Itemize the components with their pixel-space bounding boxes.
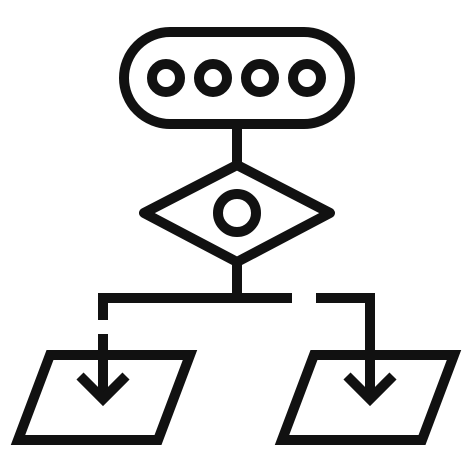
terminator-dot-4 (288, 59, 326, 97)
right-arrowhead-icon (343, 372, 397, 407)
decision-diamond-shape (139, 160, 335, 267)
left-output-parallelogram (10, 350, 198, 445)
right-output-parallelogram (274, 350, 462, 445)
terminator-dot-3 (241, 59, 279, 97)
terminator-dot-2 (194, 59, 232, 97)
terminator-dot-1 (147, 59, 185, 97)
terminator-dots (147, 59, 326, 97)
left-arrowhead-icon (76, 372, 130, 407)
decision-circle-icon (213, 189, 261, 237)
